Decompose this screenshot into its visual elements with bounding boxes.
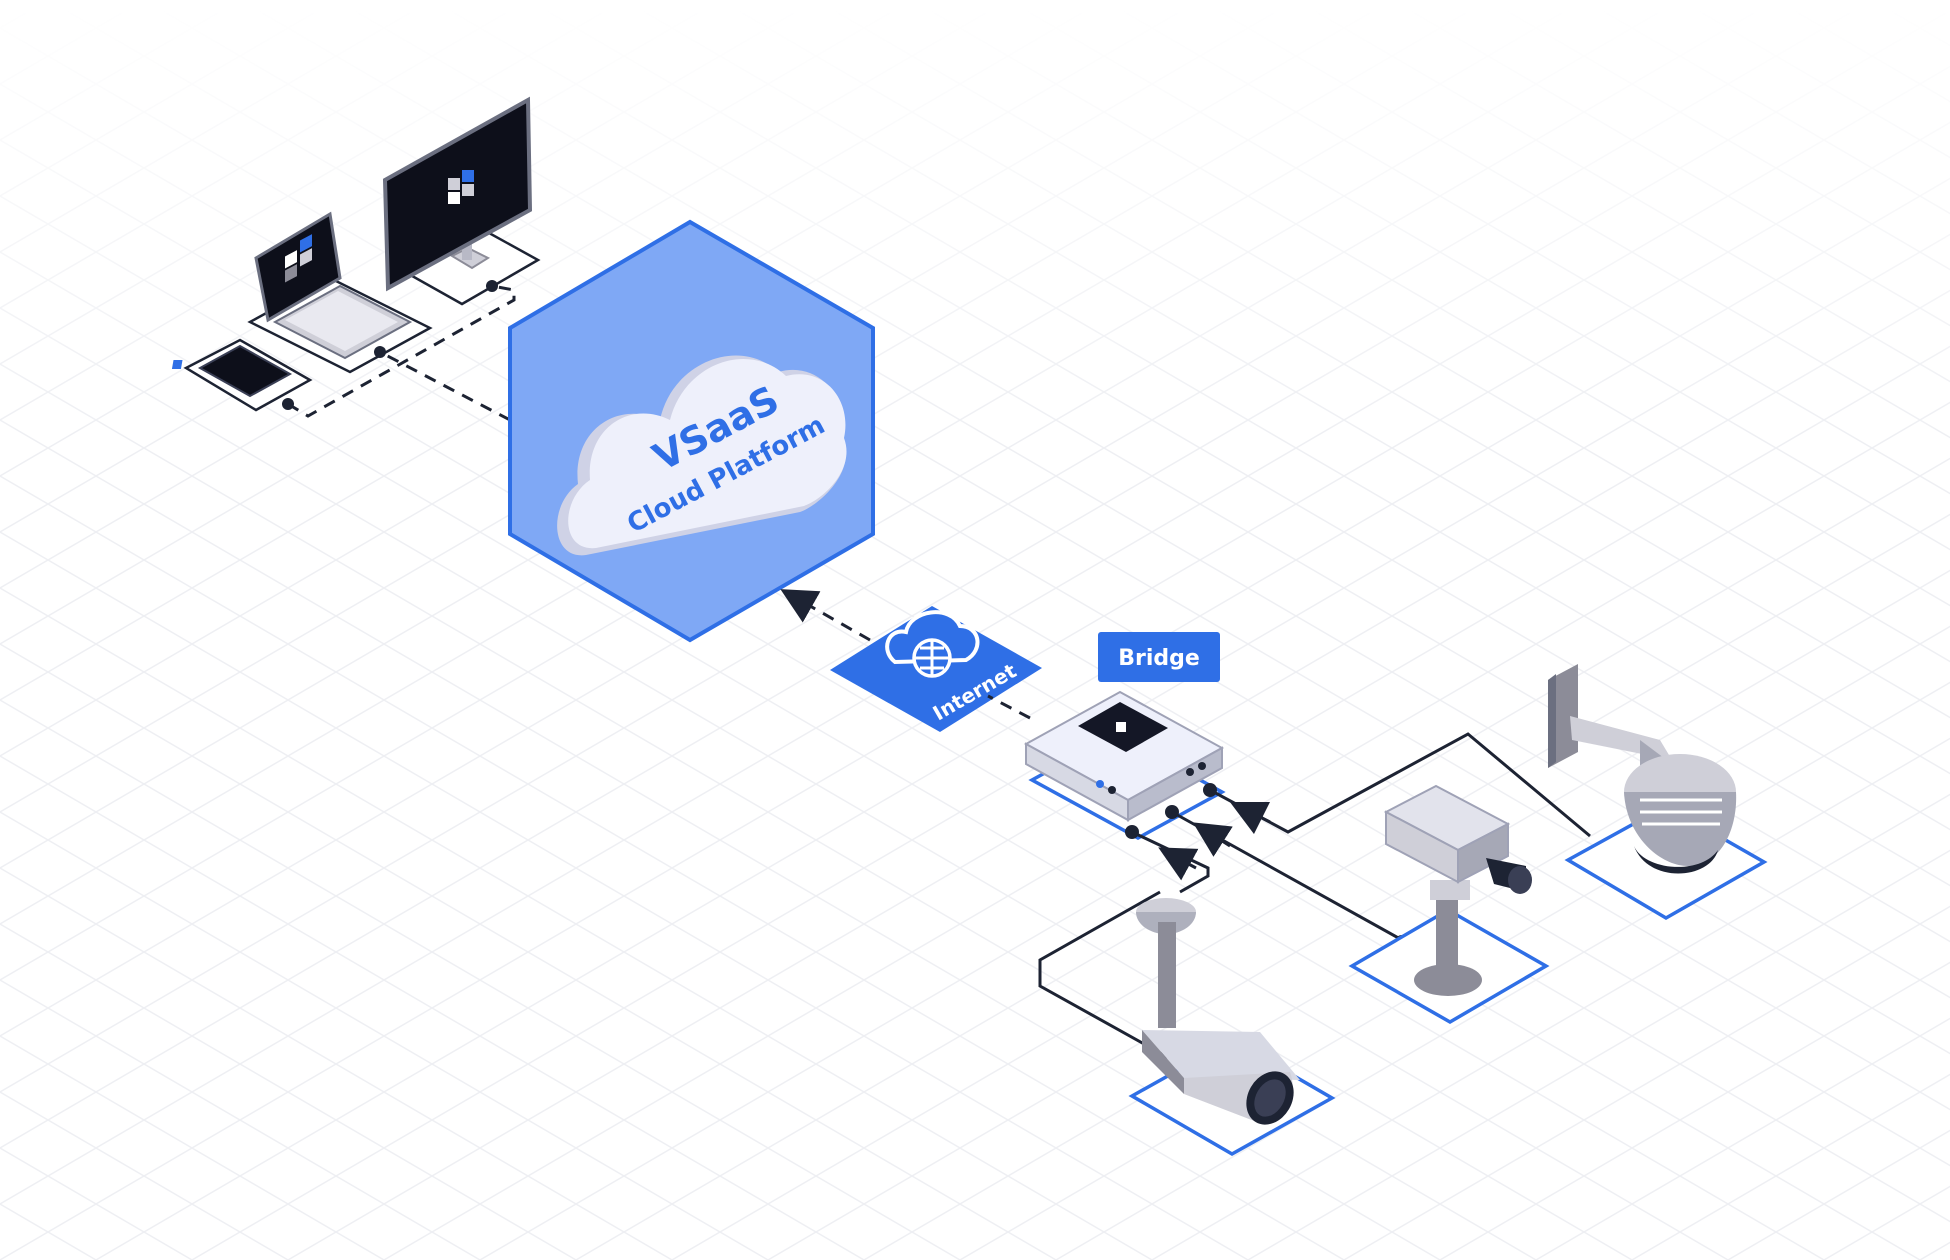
globe-cloud-icon xyxy=(885,610,980,665)
bullet-camera-icon xyxy=(1128,898,1336,1157)
platform-client-links xyxy=(287,284,516,422)
camera-links xyxy=(1038,732,1591,1066)
ptz-dome-camera-icon xyxy=(1548,664,1768,921)
desktop-monitor-icon xyxy=(382,96,541,306)
vsaas-platform: VSaaS Cloud Platform xyxy=(508,219,875,643)
bridge-badge: Bridge xyxy=(1098,632,1220,682)
laptop-icon xyxy=(247,211,433,374)
smartphone-icon xyxy=(159,338,313,412)
internet-to-platform-link xyxy=(780,589,871,642)
bridge-to-internet-link xyxy=(987,694,1031,720)
box-camera-icon xyxy=(1348,784,1550,1025)
bridge-label: Bridge xyxy=(1118,646,1200,671)
client-devices xyxy=(159,96,541,412)
